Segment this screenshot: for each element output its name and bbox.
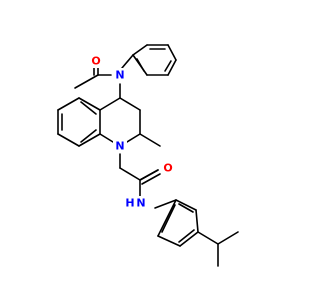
svg-text:N: N <box>115 140 124 153</box>
structure-drawing: O N N O H N <box>57 44 239 267</box>
isopropyl-group <box>197 231 239 267</box>
atom-n-ring: N <box>113 139 127 153</box>
phenyl-ring <box>121 44 177 76</box>
atom-n-amide: N <box>113 68 127 82</box>
svg-text:O: O <box>91 55 100 68</box>
molecule-canvas: O N N O H N <box>57 44 239 267</box>
atom-o-acetyl: O <box>89 54 103 68</box>
acetamide-linker <box>119 153 161 199</box>
svg-text:H: H <box>125 197 134 210</box>
atom-o-amide: O <box>161 161 175 175</box>
svg-text:N: N <box>115 69 124 82</box>
tetrahydroquinoline-core <box>57 83 161 147</box>
isopropylphenyl-ring <box>154 199 199 247</box>
svg-text:N: N <box>136 197 145 210</box>
atom-nh-anilide: H N <box>124 196 148 210</box>
svg-text:O: O <box>163 162 172 175</box>
